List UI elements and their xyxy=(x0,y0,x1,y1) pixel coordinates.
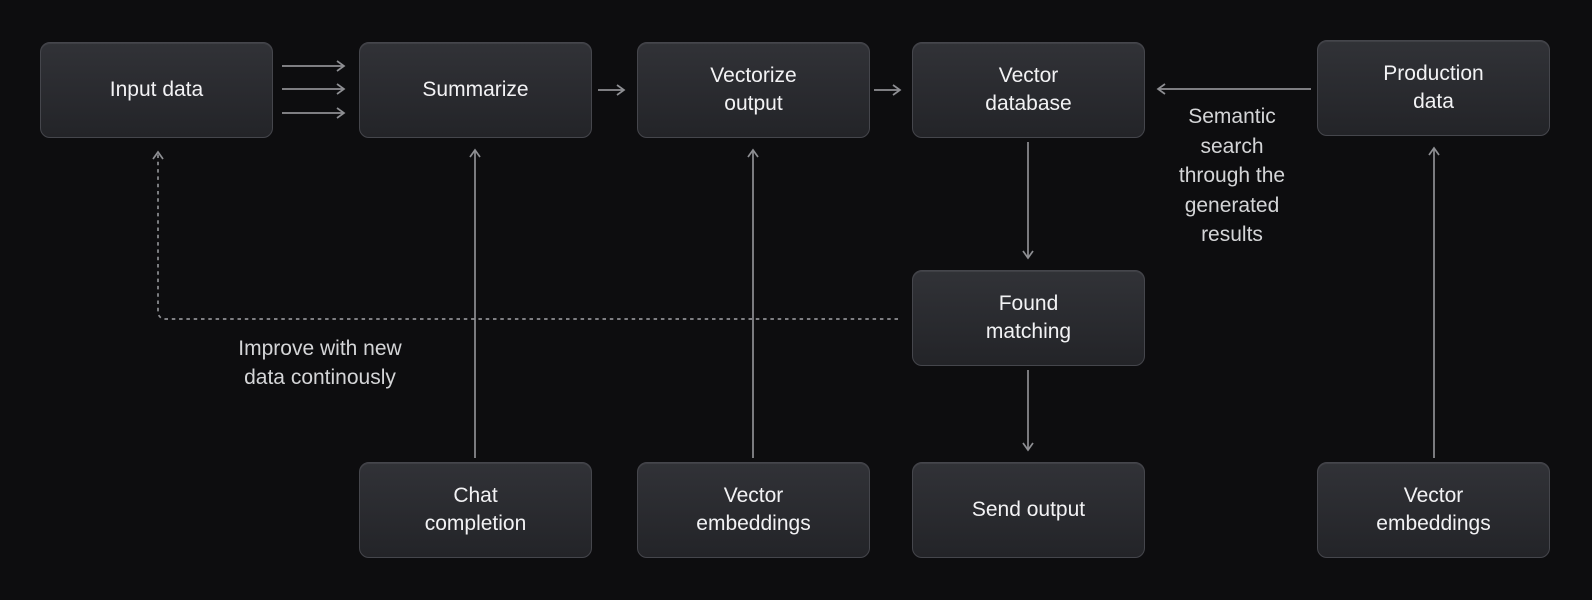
node-summarize: Summarize xyxy=(359,42,592,138)
node-vector-database: Vector database xyxy=(912,42,1145,138)
node-vector-embeddings-left: Vector embeddings xyxy=(637,462,870,558)
node-found-matching: Found matching xyxy=(912,270,1145,366)
node-production-data: Production data xyxy=(1317,40,1550,136)
edge-label-semantic-search: Semantic search through the generated re… xyxy=(1178,105,1286,246)
node-input-data: Input data xyxy=(40,42,273,138)
edge-found-to-input-feedback xyxy=(152,150,898,320)
node-chat-completion: Chat completion xyxy=(359,462,592,558)
node-send-output: Send output xyxy=(912,462,1145,558)
edge-label-improve-loop: Improve with new data continously xyxy=(238,337,402,389)
node-vector-embeddings-right: Vector embeddings xyxy=(1317,462,1550,558)
node-vectorize-output: Vectorize output xyxy=(637,42,870,138)
